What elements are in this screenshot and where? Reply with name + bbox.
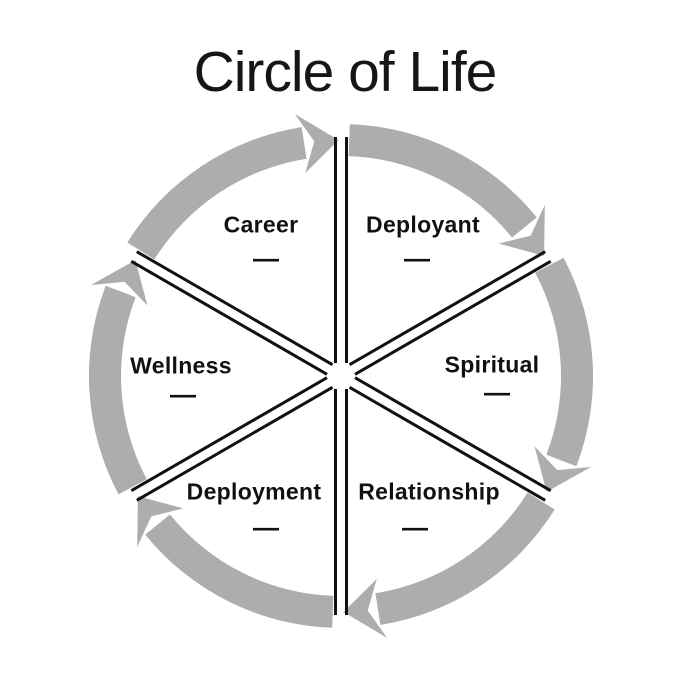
sector-dash-spiritual: — <box>484 377 510 407</box>
sector-dash-deployment: — <box>253 512 279 542</box>
sector-divider-lines <box>130 137 552 615</box>
sector-label-wellness: Wellness <box>130 352 232 379</box>
sector-label-career: Career <box>223 211 299 238</box>
sector-label-spiritual: Spiritual <box>444 351 540 378</box>
sector-label-deployant: Deployant <box>366 211 480 238</box>
sector-dash-relationship: — <box>402 512 428 542</box>
sector-label-relationship: Relationship <box>358 478 500 505</box>
sector-label-deployment: Deployment <box>186 478 322 505</box>
diagram-title: Circle of Life <box>193 40 498 104</box>
sector-dash-deployant: — <box>404 243 430 273</box>
circular-arrow-ring <box>88 114 594 638</box>
sector-dash-career: — <box>253 243 279 273</box>
sector-dash-wellness: — <box>170 379 196 409</box>
